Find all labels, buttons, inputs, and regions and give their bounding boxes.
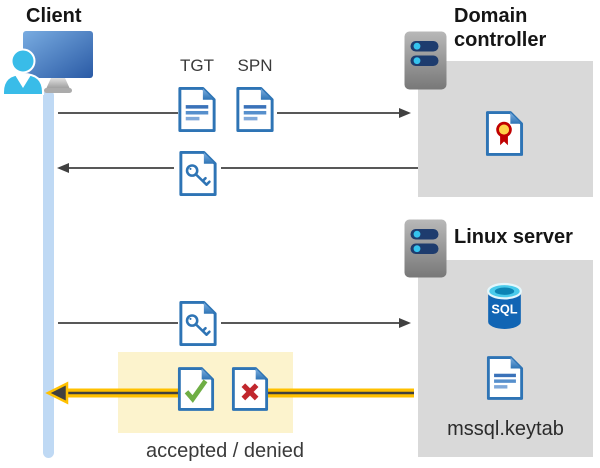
arrowhead-right-3	[399, 318, 411, 328]
client-label: Client	[26, 5, 82, 27]
key-document-icon	[178, 300, 218, 347]
person-at-computer-icon	[2, 31, 93, 95]
arrowhead-left-2	[57, 163, 69, 173]
domain-controller-label: Domain controller	[454, 5, 547, 51]
sql-database-icon: SQL	[487, 282, 522, 329]
keytab-label: mssql.keytab	[447, 418, 564, 440]
arrowhead-right-1	[399, 108, 411, 118]
key-document-icon	[178, 150, 218, 197]
domain-controller-server-icon	[403, 30, 448, 91]
sql-badge-label: SQL	[491, 302, 517, 317]
arrowhead-left-4	[45, 381, 69, 405]
tgt-label: TGT	[180, 56, 214, 75]
tgt-document-icon	[177, 86, 217, 133]
arrow-linux-to-client-highlighted	[45, 381, 414, 405]
certificate-document-icon	[485, 110, 524, 157]
result-caption: accepted / denied	[146, 440, 304, 462]
spn-document-icon	[235, 86, 275, 133]
keytab-document-icon	[486, 354, 524, 402]
client-lifeline	[43, 90, 54, 458]
linux-server-label: Linux server	[454, 226, 573, 248]
denied-document-icon	[231, 365, 269, 413]
linux-server-icon	[403, 218, 448, 279]
spn-label: SPN	[237, 56, 273, 75]
accepted-document-icon	[177, 365, 215, 413]
